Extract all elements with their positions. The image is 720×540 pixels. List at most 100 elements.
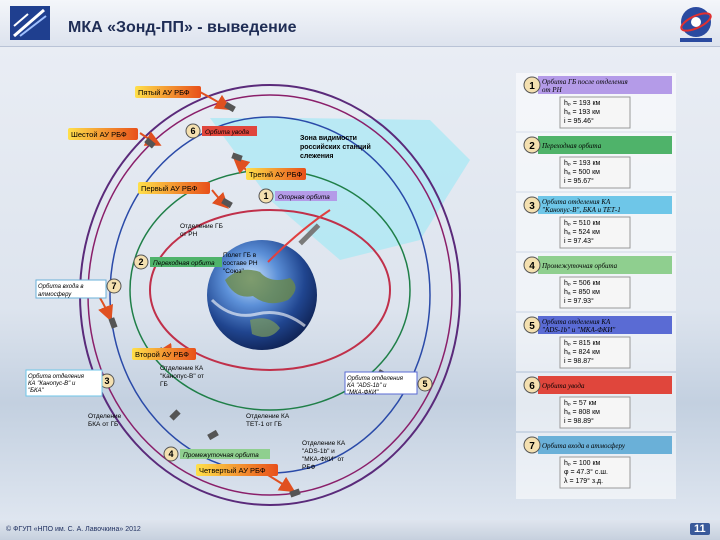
svg-text:7: 7 bbox=[111, 281, 116, 291]
panel-number-circle bbox=[523, 376, 541, 394]
panel-param: hₚ = 100 км bbox=[564, 460, 601, 467]
panel-title-bar bbox=[538, 196, 672, 214]
page-number: 11 bbox=[690, 523, 710, 535]
panel-title-bar bbox=[538, 256, 672, 274]
maneuver-label-2: Второй АУ РБФ bbox=[135, 350, 189, 359]
panel-title: Переходная орбита bbox=[541, 142, 602, 150]
orbit-panel-5: 5 Орбита отделения КА"ADS-1b" и "МКА-ФКИ"… bbox=[516, 313, 676, 371]
maneuver-label-6: Шестой АУ РБФ bbox=[71, 130, 127, 139]
orbit-panel-4: 4 Промежуточная орбита hₚ = 506 км hₐ = 850… bbox=[516, 253, 676, 311]
panel-param: hₚ = 57 км bbox=[564, 400, 597, 407]
panel-param: hₚ = 815 км bbox=[564, 340, 601, 347]
panel-param: hₚ = 193 км bbox=[564, 100, 601, 107]
panel-number: 4 bbox=[529, 261, 535, 272]
svg-text:3: 3 bbox=[104, 376, 109, 386]
panel-params-box bbox=[559, 276, 631, 309]
panel-param: hₐ = 808 км bbox=[564, 409, 600, 416]
panel-title: Орбита отделения КА"Канопус-В", БКА и ТЕ… bbox=[542, 198, 621, 214]
panel-param: hₐ = 500 км bbox=[564, 169, 600, 176]
svg-text:5: 5 bbox=[422, 379, 427, 389]
panel-param: hₚ = 510 км bbox=[564, 220, 601, 227]
orbit-panel-3: 3 Орбита отделения КА"Канопус-В", БКА и Т… bbox=[516, 193, 676, 251]
tag-intermediate-orbit: Промежуточная орбита bbox=[183, 451, 259, 459]
page-title: МКА «Зонд-ПП» - выведение bbox=[68, 19, 297, 36]
tag-transfer-orbit: Переходная орбита bbox=[153, 259, 215, 267]
panel-param: λ = 179° з.д. bbox=[564, 477, 603, 485]
maneuver-label-1: Первый АУ РБФ bbox=[141, 184, 198, 193]
panel-number: 1 bbox=[529, 81, 535, 92]
panel-params-box bbox=[559, 156, 631, 189]
panel-title-bar bbox=[538, 436, 672, 454]
panel-params-box bbox=[559, 216, 631, 249]
svg-text:6: 6 bbox=[190, 126, 195, 136]
footer-copyright: © ФГУП «НПО им. С. А. Лавочкина» 2012 bbox=[6, 526, 141, 533]
diagram-numbers: 6 1 2 7 3 5 4 bbox=[99, 123, 433, 462]
panel-title: Промежуточная орбита bbox=[541, 262, 618, 270]
footer-bar bbox=[0, 520, 720, 540]
visibility-zone bbox=[210, 118, 470, 260]
svg-text:4: 4 bbox=[168, 449, 173, 459]
svg-text:2: 2 bbox=[138, 257, 143, 267]
panel-number: 2 bbox=[529, 141, 535, 152]
panel-number-circle bbox=[523, 256, 541, 274]
panel-title-bar bbox=[538, 316, 672, 334]
panel-number-circle bbox=[523, 196, 541, 214]
panel-number: 6 bbox=[529, 381, 535, 392]
panel-params-box bbox=[559, 96, 631, 129]
panel-number-circle bbox=[523, 136, 541, 154]
panel-param: i = 97.93° bbox=[564, 297, 594, 305]
panel-number: 7 bbox=[529, 441, 535, 452]
panel-number-circle bbox=[523, 316, 541, 334]
maneuver-label-3: Третий АУ РБФ bbox=[249, 170, 303, 179]
panel-params-box bbox=[559, 456, 631, 489]
maneuver-labels: Пятый АУ РБФ Шестой АУ РБФ Третий АУ РБФ… bbox=[68, 86, 306, 476]
panel-title: Орбита увода bbox=[542, 382, 585, 390]
panel-param: hₚ = 506 км bbox=[564, 280, 601, 287]
lavochkin-logo-icon bbox=[10, 6, 50, 40]
roscosmos-logo-icon bbox=[680, 7, 712, 42]
maneuver-label-4: Четвертый АУ РБФ bbox=[199, 466, 266, 475]
orbit-panel-2: 2 Переходная орбита hₚ = 193 км hₐ = 500 км… bbox=[516, 133, 676, 191]
tag-drift-orbit: Орбита увода bbox=[205, 128, 249, 136]
orbit-panel-7: 7 Орбита входа в атмосферу hₚ = 100 кмφ = … bbox=[516, 433, 676, 499]
panel-title: Орбита отделения КА"ADS-1b" и "МКА-ФКИ" bbox=[542, 318, 615, 334]
panel-number-circle bbox=[523, 76, 541, 94]
maneuver-label-5: Пятый АУ РБФ bbox=[138, 88, 190, 97]
tag-reference-orbit: Опорная орбита bbox=[278, 193, 330, 201]
panel-param: φ = 47.3° с.ш. bbox=[564, 468, 608, 476]
panel-param: hₚ = 193 км bbox=[564, 160, 601, 167]
panel-param: i = 95.67° bbox=[564, 177, 594, 185]
panel-param: i = 98.87° bbox=[564, 357, 594, 365]
panel-param: i = 98.89° bbox=[564, 417, 594, 425]
panel-number-circle bbox=[523, 436, 541, 454]
orbit-reference bbox=[149, 209, 391, 371]
panel-title-bar bbox=[538, 136, 672, 154]
panel-params-box bbox=[559, 336, 631, 369]
panel-param: hₐ = 850 км bbox=[564, 289, 600, 296]
panel-params-box bbox=[559, 396, 631, 429]
panel-param: hₐ = 524 км bbox=[564, 229, 600, 236]
panel-number: 5 bbox=[529, 321, 535, 332]
orbit-panel-6: 6 Орбита увода hₚ = 57 км hₐ = 808 кмi = 98… bbox=[516, 373, 676, 431]
panel-title-bar bbox=[538, 376, 672, 394]
panel-title: Орбита входа в атмосферу bbox=[542, 442, 626, 450]
orbit-tags: Орбита увода Опорная орбита Переходная о… bbox=[25, 126, 418, 459]
panel-title-bar bbox=[538, 76, 672, 94]
panel-number: 3 bbox=[529, 201, 535, 212]
header-bar bbox=[0, 0, 720, 47]
panel-param: i = 95.46° bbox=[564, 117, 594, 125]
